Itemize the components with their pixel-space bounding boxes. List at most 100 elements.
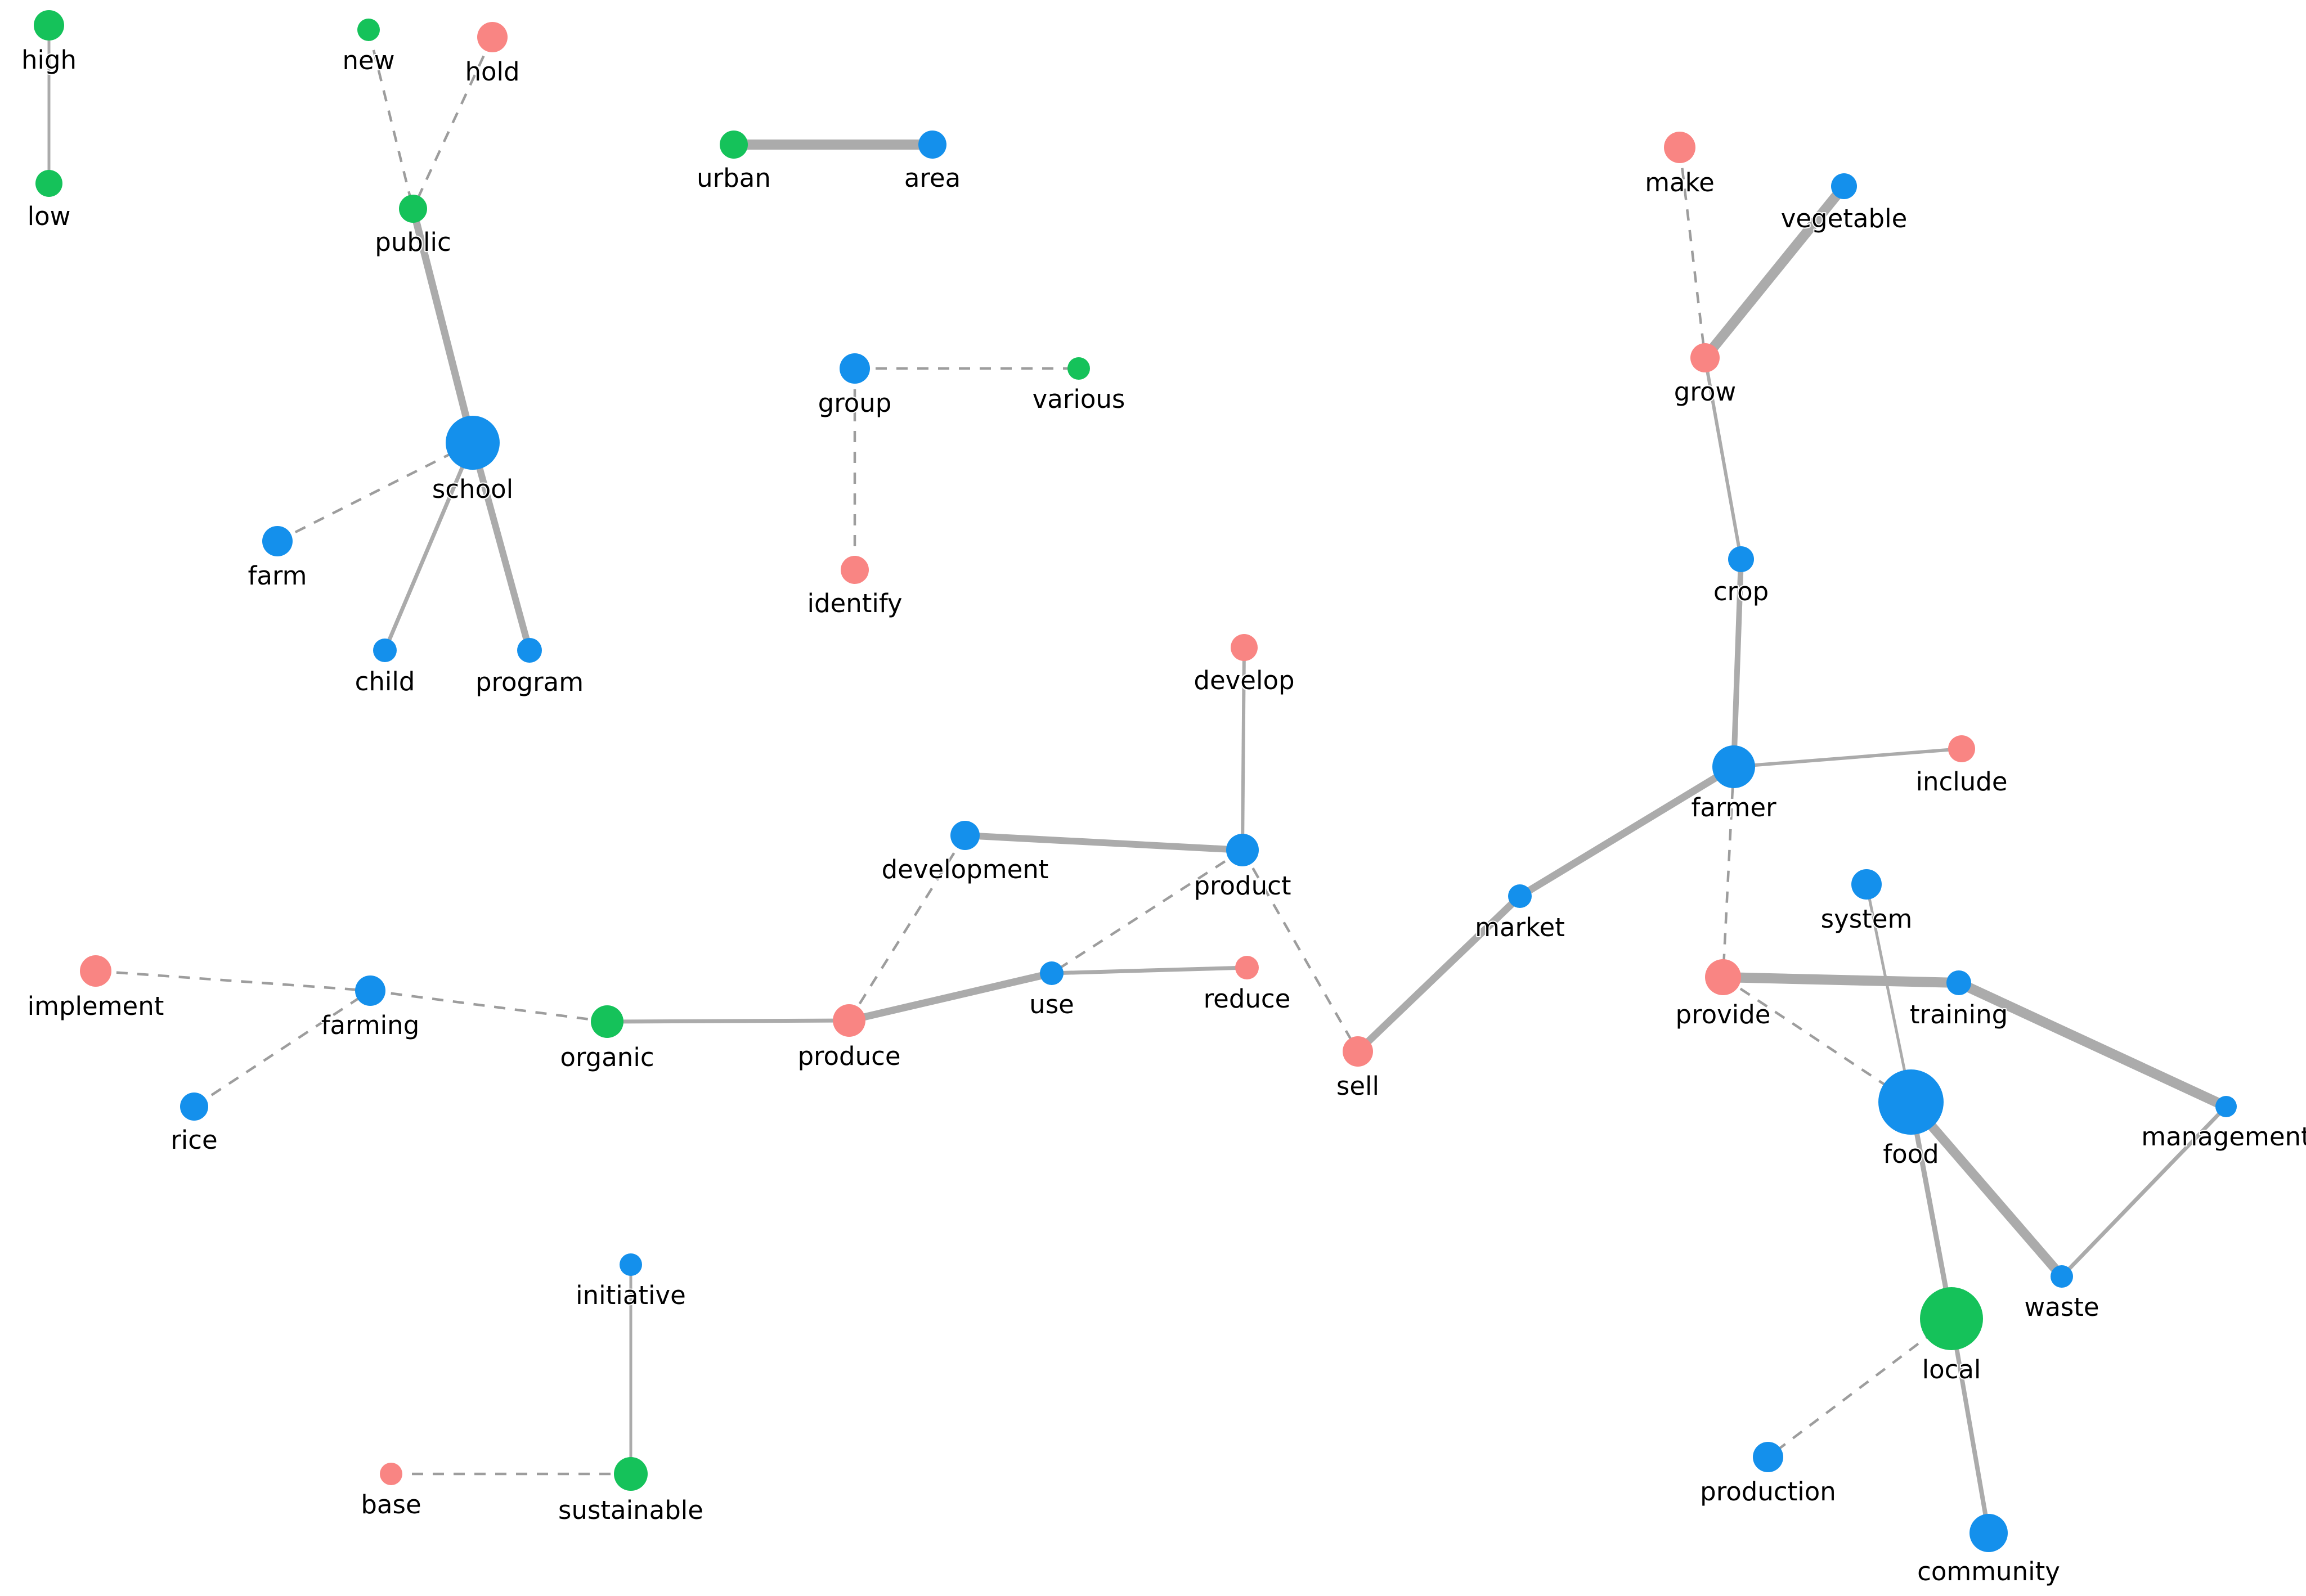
- edge-development-produce: [848, 834, 966, 1022]
- node-label-system: system: [1821, 904, 1913, 934]
- node-label-crop: crop: [1713, 577, 1769, 606]
- node-label-community: community: [1917, 1557, 2060, 1586]
- node-low[interactable]: [35, 170, 62, 197]
- node-hold[interactable]: [477, 22, 508, 52]
- node-waste[interactable]: [2051, 1265, 2073, 1288]
- node-label-reduce: reduce: [1204, 984, 1291, 1014]
- node-use[interactable]: [1040, 961, 1064, 985]
- node-label-high: high: [21, 45, 77, 75]
- node-implement[interactable]: [80, 955, 111, 987]
- node-label-include: include: [1915, 767, 2007, 797]
- edge-make-grow: [1678, 147, 1707, 358]
- node-label-management: management: [2141, 1122, 2306, 1152]
- node-group[interactable]: [840, 353, 870, 384]
- nodes-layer: [34, 10, 2237, 1552]
- node-school[interactable]: [446, 416, 500, 470]
- node-label-use: use: [1029, 990, 1074, 1019]
- node-area[interactable]: [918, 131, 946, 159]
- node-label-grow: grow: [1674, 377, 1736, 407]
- node-new[interactable]: [357, 19, 380, 41]
- node-organic[interactable]: [591, 1005, 623, 1038]
- edge-farmer-market: [1518, 763, 1736, 900]
- node-farm[interactable]: [262, 526, 293, 556]
- edge-organic-produce: [607, 1018, 850, 1024]
- node-farmer[interactable]: [1712, 745, 1755, 788]
- node-high[interactable]: [34, 10, 64, 41]
- edge-local-production: [1767, 1318, 1953, 1458]
- node-crop[interactable]: [1728, 546, 1754, 572]
- node-various[interactable]: [1067, 357, 1090, 380]
- edge-provide-food: [1722, 976, 1912, 1103]
- edge-local-community: [1949, 1318, 1991, 1534]
- node-provide[interactable]: [1705, 959, 1741, 995]
- node-food[interactable]: [1878, 1069, 1944, 1135]
- edge-food-local: [1908, 1102, 1954, 1319]
- node-child[interactable]: [373, 639, 397, 662]
- edge-grow-vegetable: [1701, 183, 1848, 361]
- edge-market-sell: [1355, 893, 1523, 1054]
- node-production[interactable]: [1753, 1442, 1783, 1472]
- node-include[interactable]: [1948, 735, 1975, 762]
- edge-training-management: [1957, 978, 2228, 1112]
- node-system[interactable]: [1851, 869, 1882, 900]
- edge-management-waste: [2060, 1105, 2228, 1278]
- node-identify[interactable]: [841, 556, 869, 584]
- node-base[interactable]: [380, 1463, 402, 1485]
- node-label-vegetable: vegetable: [1781, 204, 1908, 233]
- node-label-program: program: [475, 667, 584, 697]
- node-program[interactable]: [517, 638, 542, 663]
- node-label-identify: identify: [807, 588, 902, 618]
- node-label-area: area: [904, 163, 961, 193]
- edge-provide-training: [1722, 972, 1959, 988]
- node-label-farming: farming: [321, 1010, 420, 1040]
- node-vegetable[interactable]: [1831, 173, 1857, 199]
- node-product[interactable]: [1226, 834, 1259, 866]
- edge-new-public: [367, 29, 415, 209]
- node-market[interactable]: [1508, 884, 1532, 908]
- node-produce[interactable]: [833, 1004, 865, 1037]
- node-public[interactable]: [399, 195, 427, 223]
- node-grow[interactable]: [1690, 343, 1720, 372]
- node-sustainable[interactable]: [614, 1457, 648, 1491]
- node-label-child: child: [355, 667, 415, 696]
- node-management[interactable]: [2215, 1096, 2237, 1117]
- node-label-rice: rice: [171, 1125, 217, 1155]
- edge-public-school: [409, 208, 477, 444]
- node-training[interactable]: [1946, 970, 1971, 995]
- node-urban[interactable]: [720, 131, 748, 159]
- node-local[interactable]: [1920, 1287, 1983, 1350]
- edge-produce-use: [848, 969, 1053, 1024]
- node-label-develop: develop: [1194, 666, 1294, 695]
- node-label-initiative: initiative: [576, 1280, 686, 1310]
- node-label-make: make: [1645, 168, 1715, 197]
- node-farming[interactable]: [355, 975, 385, 1006]
- node-label-sell: sell: [1336, 1071, 1379, 1101]
- node-development[interactable]: [950, 821, 980, 850]
- edge-grow-crop: [1703, 357, 1743, 560]
- node-initiative[interactable]: [620, 1253, 642, 1276]
- edge-food-waste: [1907, 1099, 2066, 1280]
- edge-system-food: [1865, 884, 1913, 1103]
- node-label-production: production: [1700, 1477, 1836, 1507]
- node-label-hold: hold: [465, 57, 519, 87]
- node-sell[interactable]: [1343, 1036, 1373, 1067]
- node-label-produce: produce: [797, 1041, 900, 1071]
- edge-development-product: [964, 832, 1243, 853]
- node-label-market: market: [1475, 912, 1565, 942]
- node-label-waste: waste: [2024, 1292, 2099, 1322]
- node-develop[interactable]: [1231, 634, 1258, 661]
- node-reduce[interactable]: [1235, 956, 1259, 979]
- edge-product-sell: [1241, 849, 1359, 1053]
- node-label-public: public: [375, 227, 451, 257]
- node-label-food: food: [1883, 1139, 1939, 1169]
- edge-school-child: [383, 442, 475, 651]
- node-label-local: local: [1922, 1355, 1981, 1384]
- node-rice[interactable]: [180, 1093, 208, 1121]
- node-community[interactable]: [1969, 1514, 2008, 1552]
- node-label-urban: urban: [697, 163, 771, 193]
- node-make[interactable]: [1664, 132, 1695, 163]
- edge-develop-product: [1241, 647, 1246, 851]
- node-label-group: group: [818, 388, 892, 418]
